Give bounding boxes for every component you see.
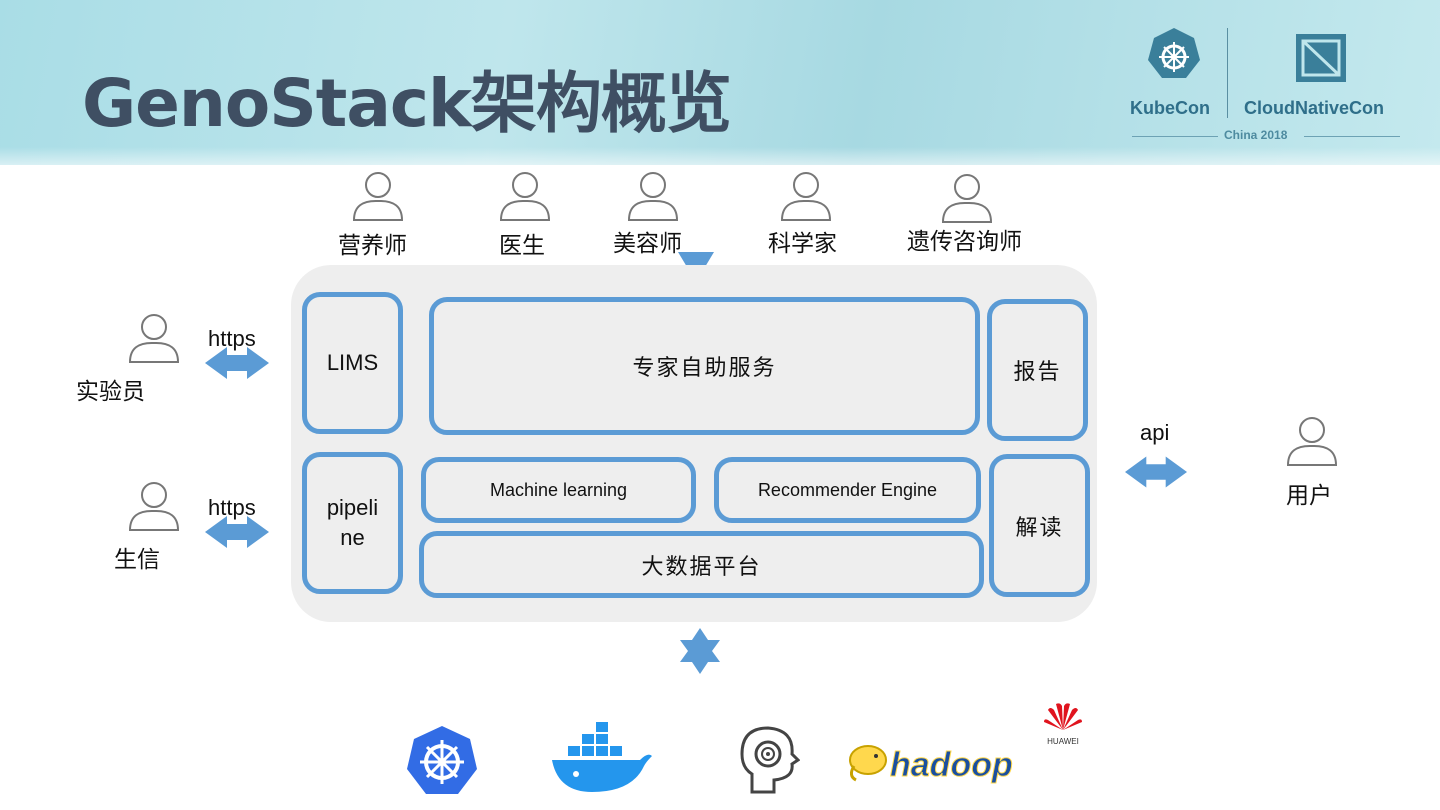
kubernetes-logo <box>407 726 477 794</box>
module-label: Machine learning <box>489 479 628 500</box>
vertical-arrow-icon <box>680 628 720 674</box>
person-icon <box>128 482 180 531</box>
page-title: GenoStack架构概览 <box>82 65 732 142</box>
role-bioinformatics: 生信 <box>114 547 160 573</box>
module-big-data-platform: 大数据平台 <box>419 531 984 598</box>
module-label: 大数据平台 <box>641 554 762 580</box>
bidirectional-arrow-icon <box>1125 456 1187 488</box>
module-label: LIMS <box>326 350 379 375</box>
header-banner <box>0 0 1440 165</box>
role-scientist: 科学家 <box>768 231 837 257</box>
role-genetic-counselor: 遗传咨询师 <box>907 229 1022 255</box>
role-lab-technician: 实验员 <box>76 379 145 405</box>
role-doctor: 医生 <box>499 233 545 259</box>
person-icon <box>780 172 832 221</box>
person-icon <box>352 172 404 221</box>
module-label: 解读 <box>1015 515 1064 541</box>
kubecon-logo <box>1148 28 1346 82</box>
module-report: 报告 <box>987 299 1088 441</box>
module-label: Recommender Engine <box>757 479 938 500</box>
module-label: ne <box>340 525 365 550</box>
module-label: 报告 <box>1013 360 1062 385</box>
protocol-label: api <box>1140 420 1170 445</box>
kubecon-text: KubeCon <box>1130 98 1210 118</box>
role-nutritionist: 营养师 <box>338 233 407 259</box>
module-machine-learning: Machine learning <box>421 457 696 523</box>
role-beautician: 美容师 <box>613 231 682 257</box>
person-icon <box>499 172 551 221</box>
module-label: pipeli <box>326 495 379 520</box>
hadoop-text: hadoop <box>890 746 1013 784</box>
bidirectional-arrow-icon <box>205 347 269 379</box>
module-lims: LIMS <box>302 292 403 434</box>
role-user: 用户 <box>1286 483 1332 509</box>
huawei-text: HUAWEI <box>1047 737 1079 746</box>
brand-line-left <box>1132 136 1218 137</box>
hadoop-logo: hadoop <box>849 745 1013 784</box>
person-icon <box>627 172 679 221</box>
module-expert-service: 专家自助服务 <box>429 297 980 435</box>
docker-logo <box>552 722 652 792</box>
brand-divider <box>1227 28 1228 118</box>
platform-panel <box>291 265 1097 622</box>
bidirectional-arrow-icon <box>205 516 269 548</box>
brand-line-right <box>1304 136 1400 137</box>
module-label: 专家自助服务 <box>632 356 777 381</box>
protocol-label: https <box>208 326 256 351</box>
person-icon <box>128 314 180 363</box>
module-interpretation: 解读 <box>989 454 1090 597</box>
person-icon <box>1286 417 1338 466</box>
huawei-logo: HUAWEI <box>1044 703 1082 746</box>
person-icon <box>941 174 993 223</box>
module-pipeline: pipeli ne <box>302 452 403 594</box>
edition-text: China 2018 <box>1224 128 1288 142</box>
protocol-label: https <box>208 495 256 520</box>
cloudnativecon-text: CloudNativeCon <box>1244 98 1385 118</box>
ai-head-logo <box>740 726 800 794</box>
module-recommender-engine: Recommender Engine <box>714 457 981 523</box>
